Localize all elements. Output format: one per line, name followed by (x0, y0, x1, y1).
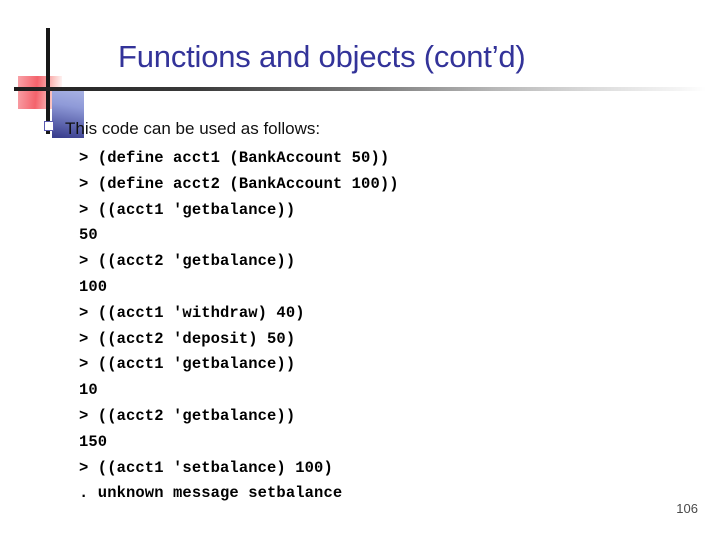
code-line: > ((acct2 'deposit) 50) (79, 329, 296, 348)
page-title: Functions and objects (cont’d) (118, 39, 526, 74)
code-line: > ((acct1 'setbalance) 100) (79, 458, 333, 477)
code-line: > (define acct2 (BankAccount 100)) (79, 174, 399, 193)
code-line: 150 (79, 432, 108, 451)
code-line: 100 (79, 277, 108, 296)
code-line: > ((acct1 'getbalance)) (79, 200, 296, 219)
code-transcript-block: > (define acct1 (BankAccount 50)) > (def… (79, 146, 679, 507)
code-line: > ((acct1 'getbalance)) (79, 355, 296, 374)
decorative-motif (0, 18, 130, 138)
code-line: > (define acct1 (BankAccount 50)) (79, 149, 390, 167)
code-line: > ((acct1 'withdraw) 40) (79, 303, 305, 322)
code-line: > ((acct2 'getbalance)) (79, 406, 296, 425)
hollow-square-bullet-icon (44, 121, 54, 131)
blue-square-icon (52, 90, 84, 138)
horizontal-rule (14, 87, 706, 91)
code-line: 50 (79, 226, 98, 245)
page-number: 106 (676, 501, 698, 516)
bullet-item: This code can be used as follows: (44, 118, 320, 140)
vertical-rule (46, 28, 50, 134)
code-line: > ((acct2 'getbalance)) (79, 252, 296, 271)
bullet-item-label: This code can be used as follows: (65, 119, 321, 138)
code-line: 10 (79, 381, 98, 400)
code-line: . unknown message setbalance (79, 484, 343, 503)
